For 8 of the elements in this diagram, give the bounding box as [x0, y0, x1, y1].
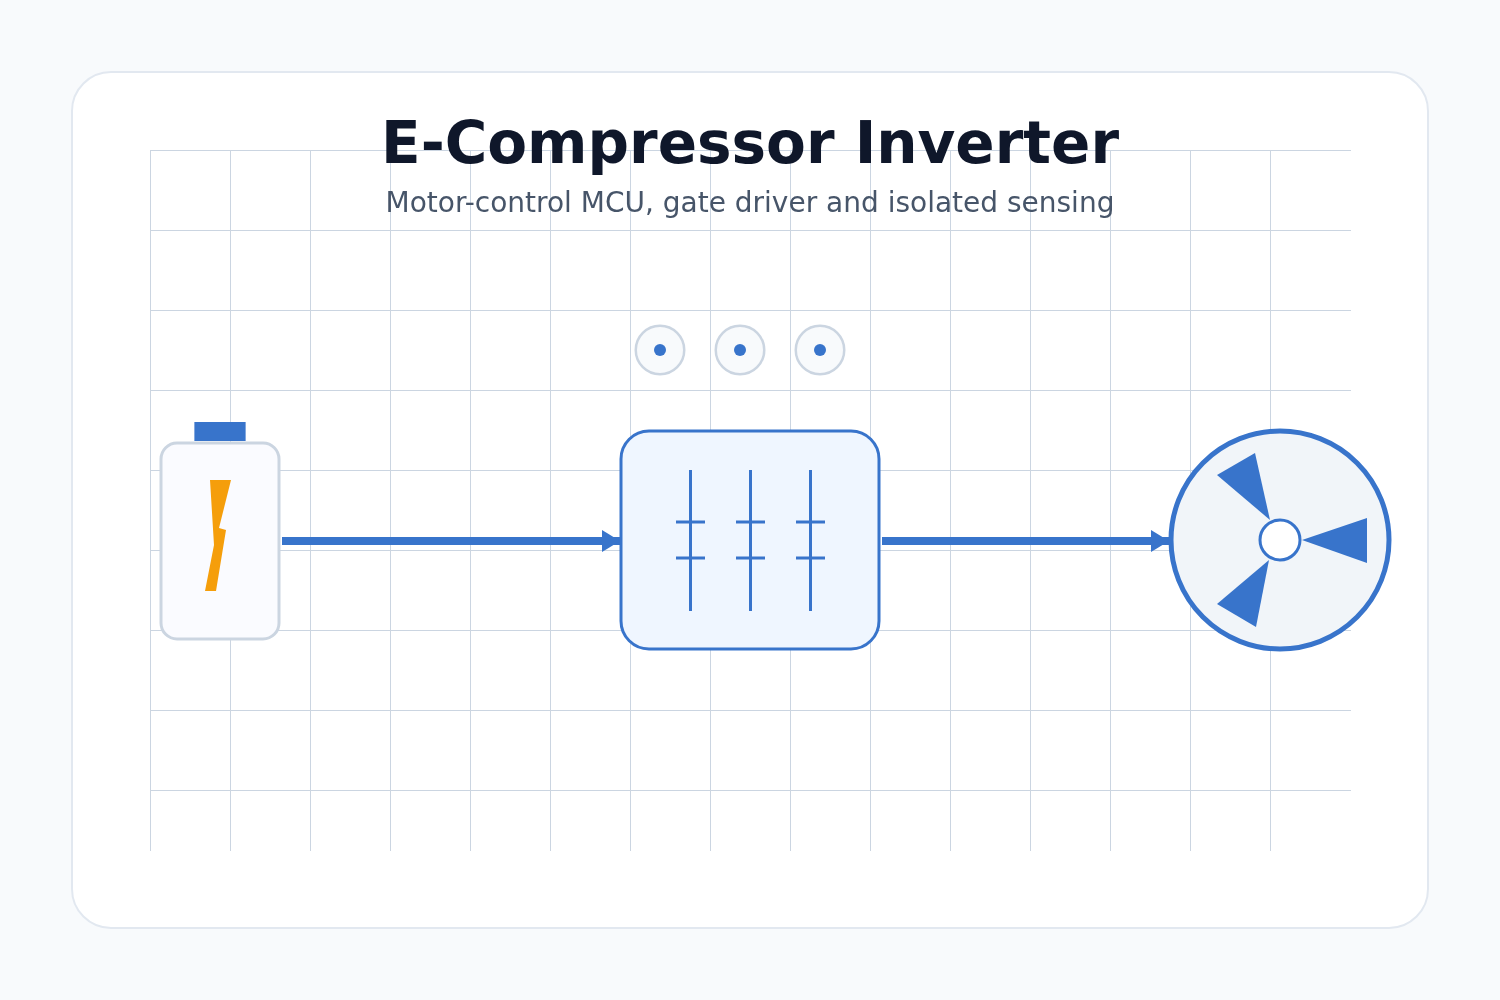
battery [159, 421, 281, 641]
subtitle: Motor-control MCU, gate driver and isolated sensing [385, 186, 1115, 219]
title: E-Compressor Inverter [381, 109, 1119, 177]
module-box [619, 429, 881, 651]
sensor-circle [634, 324, 686, 376]
sensor-circle [714, 324, 766, 376]
sensor-circle [794, 324, 846, 376]
motor-circle [1168, 428, 1392, 652]
